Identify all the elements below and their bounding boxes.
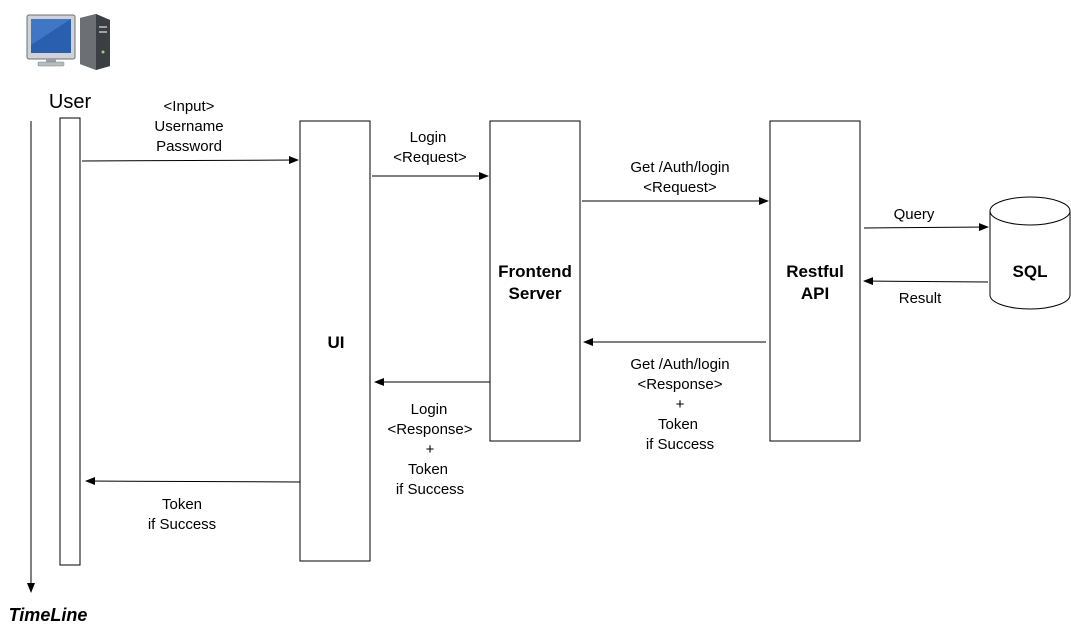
login-request-label-line: Login bbox=[410, 129, 447, 146]
login-request-label: Login <Request> bbox=[393, 129, 467, 166]
auth-response-label-line: <Response> bbox=[637, 376, 722, 393]
token-label-line: Token bbox=[162, 496, 202, 513]
result-label: Result bbox=[899, 290, 942, 307]
input-label-line: <Input> bbox=[164, 98, 215, 115]
input-message-label: <Input> Username Password bbox=[154, 98, 223, 155]
query-label: Query bbox=[894, 206, 935, 223]
query-arrow bbox=[863, 223, 989, 232]
restful-api-box bbox=[769, 120, 861, 442]
login-response-label-line: <Response> bbox=[387, 421, 472, 438]
restful-api-label-line2: API bbox=[801, 284, 829, 303]
login-response-label: Login <Response> + Token if Success bbox=[387, 401, 472, 498]
sql-database-cylinder bbox=[989, 196, 1071, 310]
input-label-line: Password bbox=[156, 138, 222, 155]
ui-label: UI bbox=[328, 333, 345, 352]
frontend-server-label-line1: Frontend bbox=[498, 262, 572, 281]
ui-box bbox=[299, 120, 371, 562]
login-response-label-line: Token bbox=[408, 461, 448, 478]
input-label-line: Username bbox=[154, 118, 223, 135]
auth-response-label-line: if Success bbox=[646, 436, 714, 453]
user-lifeline bbox=[59, 117, 81, 566]
login-response-label-line: + bbox=[426, 441, 435, 458]
input-arrow bbox=[81, 156, 299, 165]
result-arrow bbox=[863, 277, 989, 286]
login-response-label-line: if Success bbox=[396, 481, 464, 498]
login-request-label-line: <Request> bbox=[393, 149, 467, 166]
auth-response-label-line: + bbox=[676, 396, 685, 413]
login-response-label-line: Login bbox=[411, 401, 448, 418]
token-label: Token if Success bbox=[148, 496, 216, 533]
desktop-computer-icon bbox=[26, 14, 110, 70]
auth-response-label-line: Token bbox=[658, 416, 698, 433]
auth-response-label-line: Get /Auth/login bbox=[630, 356, 729, 373]
user-label: User bbox=[49, 91, 92, 113]
token-arrow bbox=[85, 477, 301, 486]
auth-request-label: Get /Auth/login <Request> bbox=[630, 159, 729, 196]
token-label-line: if Success bbox=[148, 516, 216, 533]
auth-request-label-line: Get /Auth/login bbox=[630, 159, 729, 176]
auth-response-label: Get /Auth/login <Response> + Token if Su… bbox=[630, 356, 729, 453]
timeline-label: TimeLine bbox=[9, 605, 88, 625]
sql-label: SQL bbox=[1013, 262, 1048, 281]
auth-request-label-line: <Request> bbox=[643, 179, 717, 196]
frontend-server-box bbox=[489, 120, 581, 442]
frontend-server-label-line2: Server bbox=[509, 284, 562, 303]
restful-api-label-line1: Restful bbox=[786, 262, 844, 281]
